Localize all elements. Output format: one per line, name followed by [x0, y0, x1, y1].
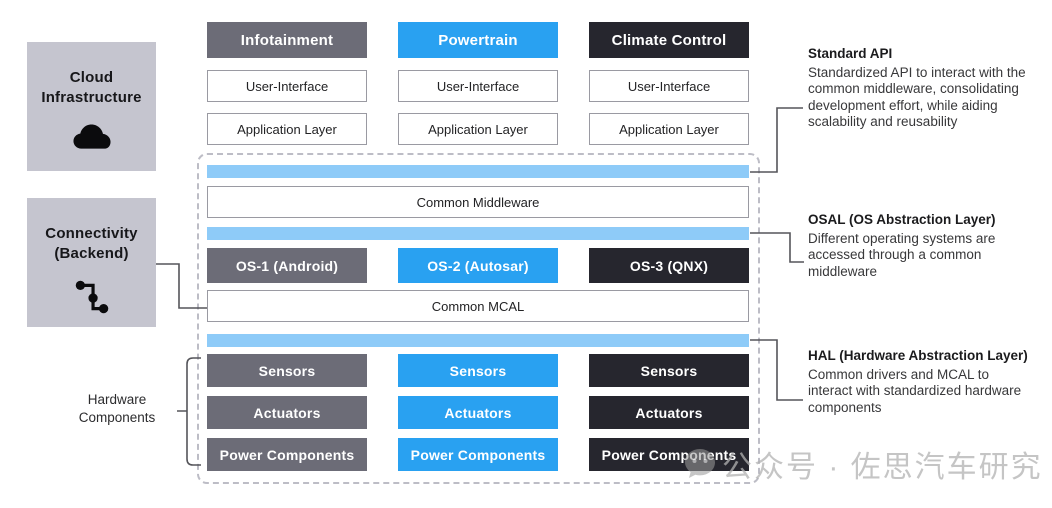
- cloud-infrastructure-label: Cloud Infrastructure: [41, 69, 142, 106]
- wechat-bubble-icon: [685, 449, 715, 478]
- middleware-container: [197, 153, 760, 484]
- os-2-autosar-box: OS-2 (Autosar): [398, 248, 558, 283]
- common-mcal-box: Common MCAL: [207, 290, 749, 322]
- annotation-title: OSAL (OS Abstraction Layer): [808, 212, 996, 227]
- cloud-infrastructure-box: Cloud Infrastructure: [27, 42, 156, 171]
- cloud-icon: [69, 121, 115, 156]
- actuators-box: Actuators: [207, 396, 367, 429]
- application-layer-box: Application Layer: [207, 113, 367, 145]
- sensors-box: Sensors: [589, 354, 749, 387]
- application-layer-box: Application Layer: [589, 113, 749, 145]
- annotation-body: Common drivers and MCAL to interact with…: [808, 366, 1022, 415]
- network-path-icon: [73, 277, 111, 322]
- user-interface-box: User-Interface: [207, 70, 367, 102]
- user-interface-box: User-Interface: [398, 70, 558, 102]
- user-interface-box: User-Interface: [589, 70, 749, 102]
- actuators-box: Actuators: [589, 396, 749, 429]
- column-header-climate-control: Climate Control: [589, 22, 749, 58]
- standard-api-bar: [207, 165, 749, 178]
- annotation-title: Standard API: [808, 46, 893, 61]
- watermark-text: 公众号 · 佐思汽车研究: [722, 451, 1043, 484]
- sensors-box: Sensors: [207, 354, 367, 387]
- annotation-title: HAL (Hardware Abstraction Layer): [808, 348, 1028, 363]
- power-components-box: Power Components: [398, 438, 558, 471]
- annotation-hal: HAL (Hardware Abstraction Layer) Common …: [808, 348, 1034, 416]
- annotation-standard-api: Standard API Standardized API to interac…: [808, 46, 1034, 131]
- annotation-osal: OSAL (OS Abstraction Layer) Different op…: [808, 212, 1034, 280]
- sensors-box: Sensors: [398, 354, 558, 387]
- application-layer-box: Application Layer: [398, 113, 558, 145]
- column-header-powertrain: Powertrain: [398, 22, 558, 58]
- actuators-box: Actuators: [398, 396, 558, 429]
- common-middleware-box: Common Middleware: [207, 186, 749, 218]
- os-1-android-box: OS-1 (Android): [207, 248, 367, 283]
- annotation-body: Different operating systems are accessed…: [808, 230, 996, 279]
- osal-bar: [207, 227, 749, 240]
- watermark: 公众号 · 佐思汽车研究: [682, 442, 1043, 486]
- hal-bar: [207, 334, 749, 347]
- power-components-box: Power Components: [207, 438, 367, 471]
- hardware-components-label: Hardware Components: [78, 392, 156, 425]
- annotation-body: Standardized API to interact with the co…: [808, 64, 1026, 130]
- os-3-qnx-box: OS-3 (QNX): [589, 248, 749, 283]
- connectivity-backend-label: Connectivity (Backend): [45, 225, 138, 262]
- column-header-infotainment: Infotainment: [207, 22, 367, 58]
- connectivity-backend-box: Connectivity (Backend): [27, 198, 156, 327]
